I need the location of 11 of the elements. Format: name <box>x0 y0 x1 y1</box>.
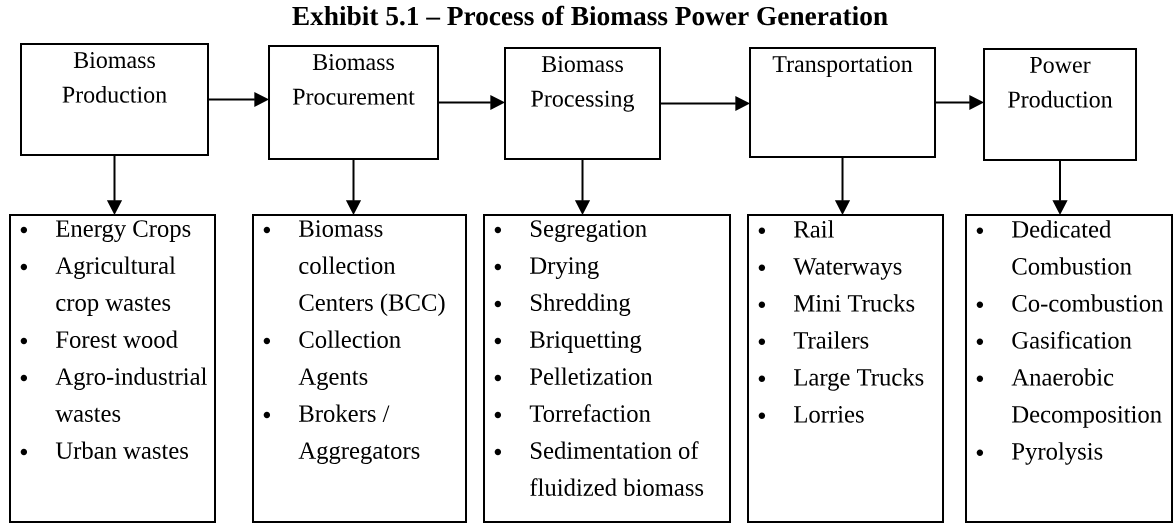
title: Exhibit 5.1 – Process of Biomass Power Generation <box>292 5 888 26</box>
process-box: Biomass Procurement <box>268 45 439 160</box>
bullet-list-box: Rail Waterways Mini Trucks Trailers Large Trucks Lorries <box>747 214 944 523</box>
bullet-list-box: Energy Crops Agricultural crop wastes Forest wood Agro-industrial wastes Urban wastes <box>9 214 216 523</box>
process-box: Biomass Processing <box>504 47 661 160</box>
bullet-list-box: Dedicated Combustion Co-combustion Gasification Anaerobic Decomposition Pyrolysis <box>965 214 1173 523</box>
process-box: Biomass Production <box>20 43 209 156</box>
process-box: Power Production <box>983 48 1137 161</box>
bullet-list-box: Segregation Drying Shredding Briquetting Pelletization Torrefaction Sedimentation of fluidized biomass <box>483 214 731 523</box>
bullet-list-box: Biomass collection Centers (BCC) Collection Agents Brokers / Aggregators <box>252 214 467 523</box>
process-box: Transportation <box>749 47 936 158</box>
